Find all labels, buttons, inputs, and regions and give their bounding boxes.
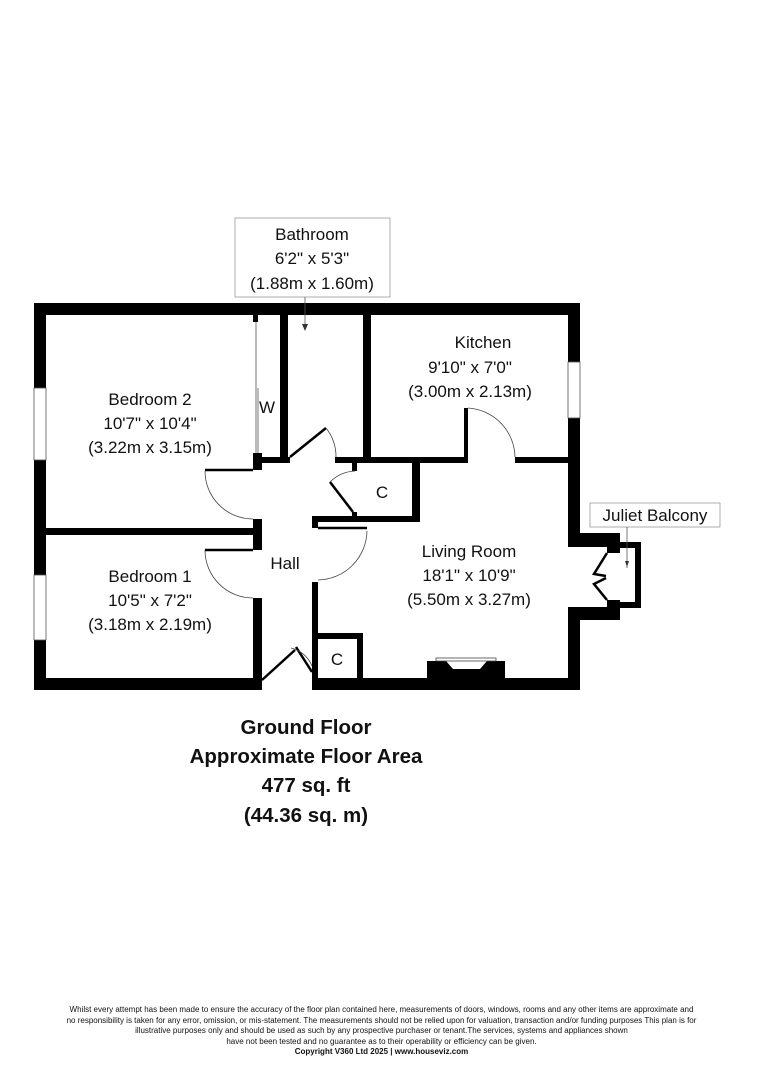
living-name: Living Room [422,542,517,561]
disclaimer-line: illustrative purposes only and should be… [135,1026,628,1036]
floor-title: Ground Floor [241,716,372,739]
balcony-name: Juliet Balcony [603,506,708,525]
kitchen-imperial: 9'10" x 7'0" [428,358,512,377]
bathroom-name: Bathroom [275,225,349,244]
wardrobe-label: W [259,398,275,417]
doors [204,407,609,681]
area-sqft: 477 sq. ft [262,774,351,797]
living-imperial: 18'1" x 10'9" [422,566,515,585]
area-label: Approximate Floor Area [190,745,423,768]
area-sqm: (44.36 sq. m) [244,804,368,827]
disclaimer-line: Whilst every attempt has been made to en… [69,1005,694,1014]
disclaimer-line: no responsibility is taken for any error… [66,1015,697,1025]
bathroom-callout-box [234,217,391,298]
bathroom-metric: (1.88m x 1.60m) [250,274,374,293]
disclaimer-line: have not been tested and no guarantee as… [226,1036,537,1046]
balcony-callout-box [589,502,721,528]
disclaimer: Whilst every attempt has been made to en… [0,1005,763,1058]
bedroom1-metric: (3.18m x 2.19m) [88,615,212,634]
cupboard1-label: C [376,483,388,502]
bedroom1-name: Bedroom 1 [108,567,191,586]
hall-label: Hall [270,554,299,573]
bedroom2-metric: (3.22m x 3.15m) [88,438,212,457]
copyright: Copyright V360 Ltd 2025 | www.houseviz.c… [294,1047,469,1057]
kitchen-name: Kitchen [455,333,512,352]
bathroom-imperial: 6'2" x 5'3" [275,249,349,268]
windows [33,322,581,641]
floor-plan: Bathroom 6'2" x 5'3" (1.88m x 1.60m) Jul… [33,217,721,827]
kitchen-metric: (3.00m x 2.13m) [408,382,532,401]
bedroom2-name: Bedroom 2 [108,390,191,409]
bedroom1-imperial: 10'5" x 7'2" [108,591,192,610]
cupboard2-label: C [331,650,343,669]
bedroom2-imperial: 10'7" x 10'4" [103,414,196,433]
living-metric: (5.50m x 3.27m) [407,590,531,609]
